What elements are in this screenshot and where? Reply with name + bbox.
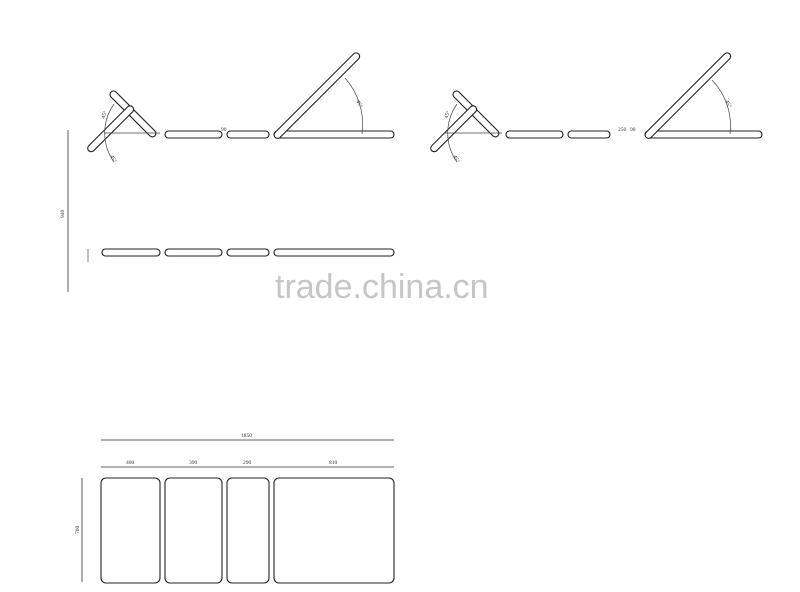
back-section-raised-right <box>644 52 732 139</box>
side-view-articulated-left: 45° 45° 45° 90 <box>87 52 395 164</box>
back-angle-arc <box>344 77 363 135</box>
plan-head-panel <box>100 477 161 584</box>
thigh-section <box>226 130 270 139</box>
flat-head-section <box>101 248 161 257</box>
head-down-angle-label: 45° <box>108 154 118 164</box>
flat-seat-section <box>164 248 223 257</box>
thigh-section-right <box>567 130 611 139</box>
section-3-label: 290 <box>243 460 252 466</box>
back-angle-label-right: 45° <box>723 99 733 109</box>
seat-section <box>164 130 223 139</box>
head-section-down <box>87 105 135 153</box>
head-up-angle-label: 45° <box>100 110 109 120</box>
width-label: 700 <box>75 526 81 535</box>
height-label: 940 <box>60 210 66 219</box>
plan-thigh-panel <box>226 477 270 584</box>
head-down-angle-label-right: 45° <box>451 154 461 164</box>
section-1-label: 400 <box>126 460 135 466</box>
side-view-articulated-right: 45° 45° 45° 250 90 <box>430 52 763 164</box>
top-view-plan: 1850 400 390 290 810 700 <box>75 433 395 584</box>
watermark: trade.china.cn <box>275 268 489 306</box>
plan-back-panel <box>273 477 395 584</box>
section-4-label: 810 <box>329 460 338 466</box>
gap-label-left: 90 <box>221 127 227 133</box>
gap-label-right: 250 <box>618 127 627 133</box>
head-section-up <box>109 90 157 138</box>
plan-seat-panel <box>164 477 223 584</box>
head-section-down-right <box>430 105 478 153</box>
side-view-flat: 940 <box>60 130 395 292</box>
gap-label-right-2: 90 <box>630 127 636 133</box>
back-section-base-right <box>644 130 763 139</box>
head-up-angle-label-right: 45° <box>443 110 452 120</box>
back-section-raised <box>273 52 361 139</box>
seat-section-right <box>505 130 564 139</box>
total-length-label: 1850 <box>241 433 252 439</box>
flat-back-section <box>273 248 395 257</box>
head-section-up-right <box>452 90 500 138</box>
back-section-base <box>273 130 395 139</box>
back-angle-label: 45° <box>354 99 364 109</box>
section-2-label: 390 <box>189 460 198 466</box>
flat-thigh-section <box>226 248 270 257</box>
